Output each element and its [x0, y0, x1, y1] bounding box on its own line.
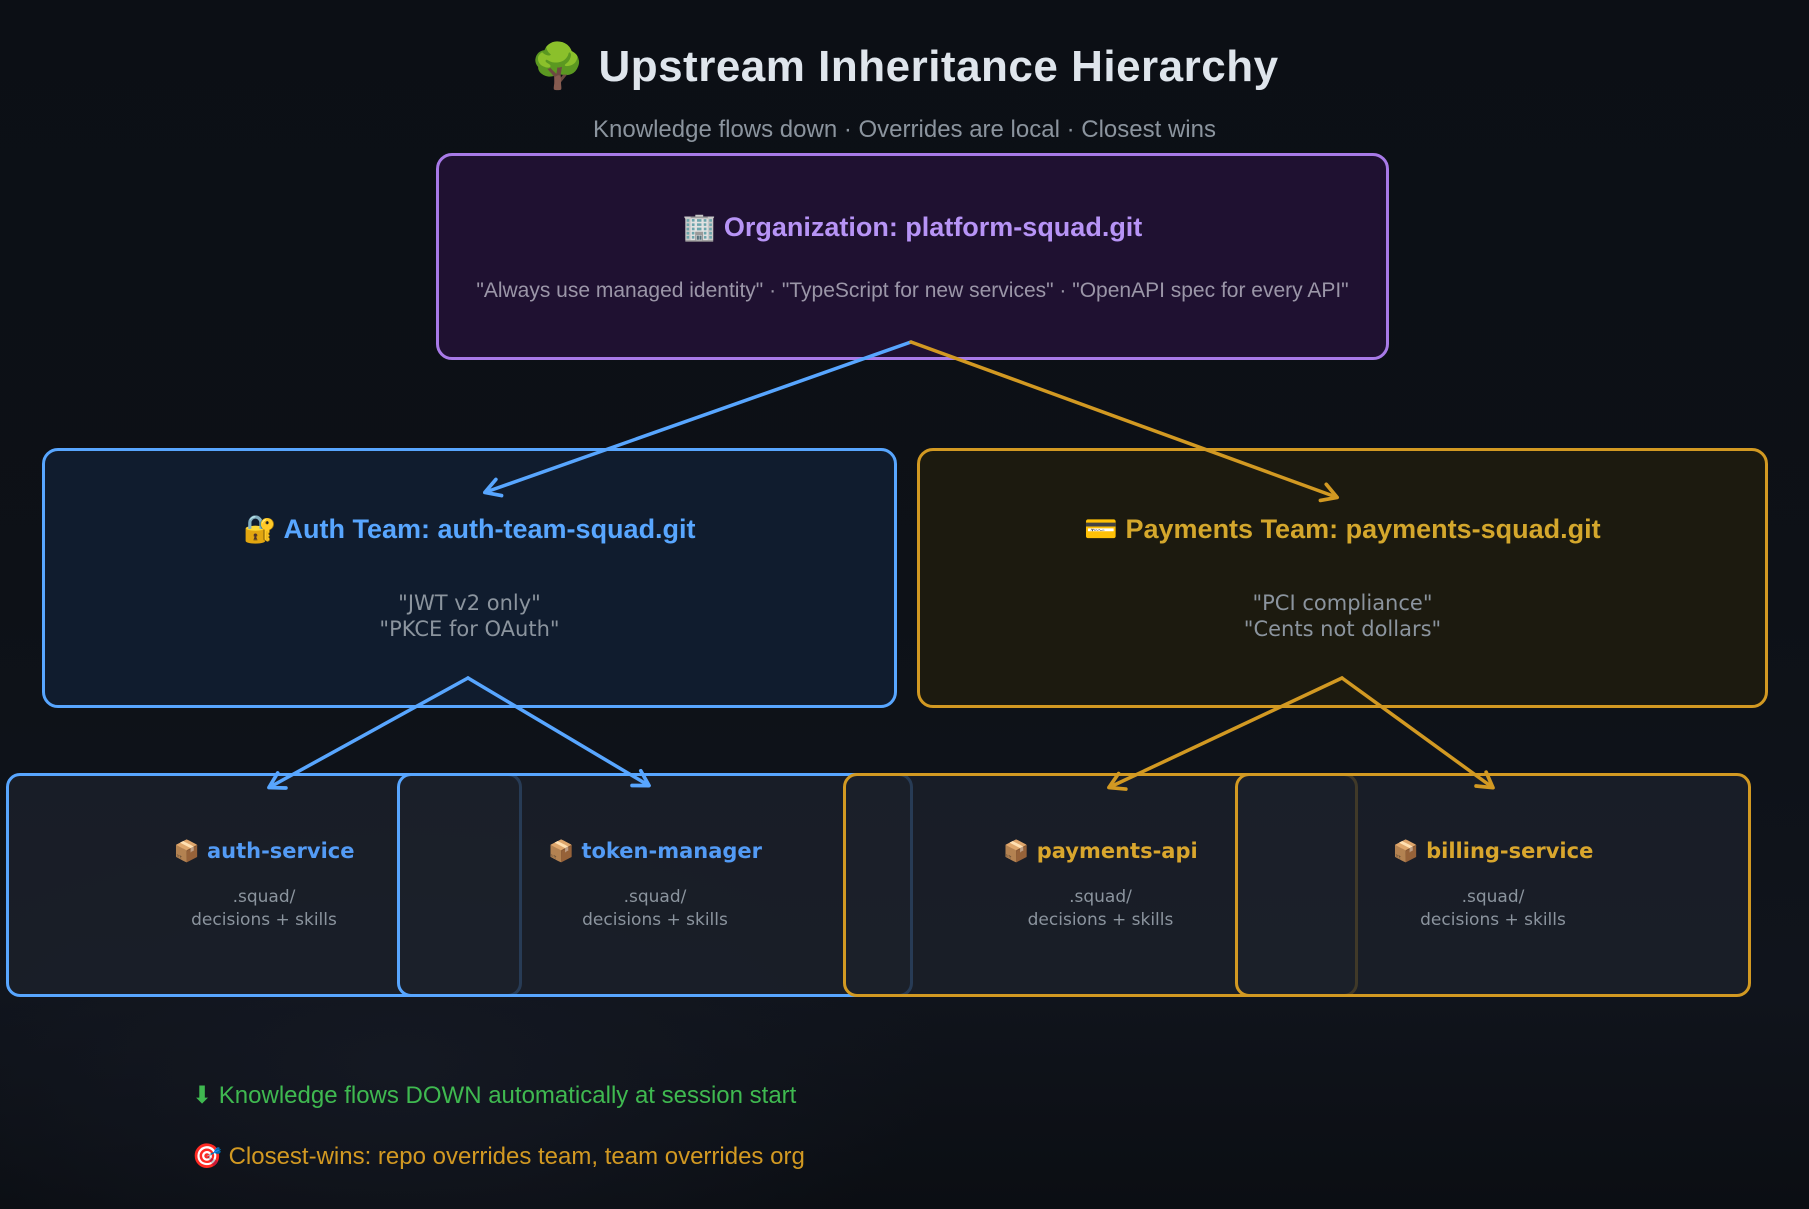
org-node-rules: "Always use managed identity" · "TypeScr… [476, 278, 1349, 302]
auth-team-rule: "JWT v2 only" [398, 591, 541, 616]
down-arrow-icon: ⬇ [192, 1082, 213, 1109]
billing-service-node: 📦 billing-service .squad/ decisions + sk… [1235, 773, 1751, 997]
legend-flow-down-text: Knowledge flows DOWN automatically at se… [218, 1082, 797, 1109]
payments-team-rule: "Cents not dollars" [1243, 617, 1442, 641]
auth-team-title-text: Auth Team: auth-team-squad.git [283, 514, 696, 545]
payments-team-rule: "PCI compliance" [1252, 591, 1433, 616]
squad-path: .squad/ [1069, 887, 1132, 908]
squad-contents: decisions + skills [191, 909, 337, 930]
token-manager-sub: .squad/ decisions + skills [582, 886, 728, 931]
auth-team-node: 🔐 Auth Team: auth-team-squad.git "JWT v2… [42, 448, 897, 708]
payments-api-sub: .squad/ decisions + skills [1028, 886, 1174, 931]
package-icon: 📦 [1003, 839, 1030, 864]
auth-team-title: 🔐 Auth Team: auth-team-squad.git [243, 513, 695, 545]
token-manager-label: 📦 token-manager [548, 839, 762, 864]
auth-team-rule: "PKCE for OAuth" [379, 617, 560, 641]
credit-card-icon: 💳 [1084, 514, 1118, 545]
auth-service-label-text: auth-service [206, 839, 355, 864]
billing-service-label-text: billing-service [1426, 839, 1594, 864]
squad-contents: decisions + skills [1420, 909, 1566, 930]
tree-icon: 🌳 [530, 42, 586, 91]
token-manager-label-text: token-manager [581, 839, 763, 864]
payments-api-label: 📦 payments-api [1003, 839, 1197, 864]
auth-team-rules: "JWT v2 only" "PKCE for OAuth" [379, 591, 559, 642]
auth-service-label: 📦 auth-service [174, 839, 355, 864]
token-manager-node: 📦 token-manager .squad/ decisions + skil… [397, 773, 913, 997]
payments-team-rules: "PCI compliance" "Cents not dollars" [1244, 591, 1441, 642]
org-node-title: 🏢 Organization: platform-squad.git [683, 211, 1143, 243]
squad-contents: decisions + skills [1027, 909, 1174, 930]
page-subtitle: Knowledge flows down · Overrides are loc… [593, 116, 1216, 143]
payments-team-title-text: Payments Team: payments-squad.git [1125, 514, 1601, 545]
package-icon: 📦 [173, 839, 200, 864]
squad-path: .squad/ [232, 887, 296, 908]
payments-team-title: 💳 Payments Team: payments-squad.git [1084, 513, 1600, 545]
building-icon: 🏢 [682, 211, 717, 242]
payments-team-node: 💳 Payments Team: payments-squad.git "PCI… [917, 448, 1768, 708]
package-icon: 📦 [547, 839, 575, 864]
target-icon: 🎯 [192, 1143, 222, 1170]
billing-service-label: 📦 billing-service [1393, 839, 1594, 864]
legend-closest-wins-text: Closest-wins: repo overrides team, team … [228, 1143, 805, 1170]
squad-path: .squad/ [623, 887, 687, 908]
squad-path: .squad/ [1461, 887, 1525, 908]
page-title-text: Upstream Inheritance Hierarchy [598, 42, 1279, 91]
billing-service-sub: .squad/ decisions + skills [1420, 886, 1566, 931]
lock-icon: 🔐 [243, 514, 278, 545]
package-icon: 📦 [1392, 839, 1419, 864]
page-title: 🌳 Upstream Inheritance Hierarchy [0, 40, 1809, 92]
org-node-title-text: Organization: platform-squad.git [723, 211, 1143, 242]
squad-contents: decisions + skills [582, 909, 728, 930]
payments-api-label-text: payments-api [1036, 839, 1198, 864]
legend-flow-down: ⬇ Knowledge flows DOWN automatically at … [192, 1081, 796, 1110]
org-node: 🏢 Organization: platform-squad.git "Alwa… [436, 153, 1389, 360]
auth-service-sub: .squad/ decisions + skills [191, 886, 337, 931]
legend-closest-wins: 🎯 Closest-wins: repo overrides team, tea… [192, 1142, 805, 1171]
